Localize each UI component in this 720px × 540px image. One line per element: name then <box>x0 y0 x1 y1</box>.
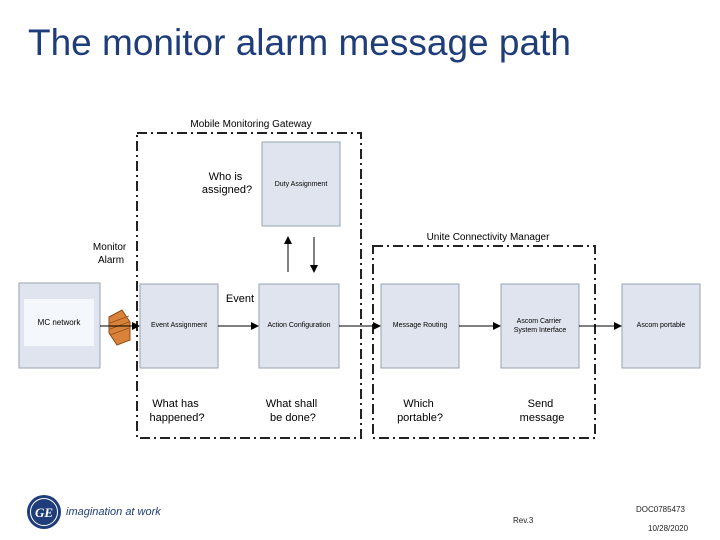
ascom-carrier-line-2: System Interface <box>514 327 567 334</box>
who-assigned-line-1: Who is <box>209 171 243 183</box>
which-portable-question: Which portable? <box>397 398 443 424</box>
action-configuration-label: Action Configuration <box>267 322 330 329</box>
ascom-carrier-box <box>500 283 580 369</box>
what-done-line-1: What shall <box>266 398 317 410</box>
who-assigned-line-2: assigned? <box>202 184 252 196</box>
message-routing-label: Message Routing <box>393 322 448 329</box>
duty-assignment-label: Duty Assignment <box>275 181 328 188</box>
ucm-label: Unite Connectivity Manager <box>427 232 551 243</box>
monitor-alarm-line-2: Alarm <box>98 255 124 266</box>
event-assignment-box <box>139 283 219 369</box>
footer-date: 10/28/2020 <box>648 524 689 533</box>
who-assigned-question: Who is assigned? <box>202 171 252 196</box>
tagline: imagination at work <box>66 506 161 518</box>
which-portable-line-1: Which <box>403 398 434 410</box>
ge-logo: GE <box>27 495 61 529</box>
send-message-line-2: message <box>520 412 565 424</box>
event-assignment-label: Event Assignment <box>151 322 207 329</box>
flow-arrows <box>100 236 622 330</box>
what-happened-question: What has happened? <box>149 398 204 424</box>
which-portable-line-2: portable? <box>397 412 443 424</box>
what-done-line-2: be done? <box>270 412 316 424</box>
send-message-question: Send message <box>520 398 565 424</box>
ascom-portable-label: Ascom portable <box>637 322 686 329</box>
monitor-alarm-line-1: Monitor <box>93 242 127 253</box>
gateway-label: Mobile Monitoring Gateway <box>190 119 311 130</box>
slide-title: The monitor alarm message path <box>28 22 571 63</box>
what-happened-line-2: happened? <box>149 412 204 424</box>
message-routing-box <box>380 283 460 369</box>
event-label: Event <box>226 293 254 305</box>
monitor-alarm-label: Monitor Alarm <box>93 242 129 266</box>
firewall-icon <box>108 309 131 346</box>
gateway-boundary <box>136 132 362 439</box>
mc-network-label: MC network <box>38 318 82 327</box>
ascom-portable-box <box>621 283 701 369</box>
ascom-carrier-label: Ascom Carrier System Interface <box>514 318 567 334</box>
send-message-line-1: Send <box>528 398 554 410</box>
mc-network-box <box>24 299 94 346</box>
doc-number: DOC0785473 <box>636 505 685 514</box>
what-done-question: What shall be done? <box>266 398 320 424</box>
ucm-boundary <box>372 245 596 439</box>
revision: Rev.3 <box>513 516 534 525</box>
action-configuration-box <box>258 283 340 369</box>
ascom-carrier-line-1: Ascom Carrier <box>517 318 562 325</box>
duty-assignment-box <box>261 141 341 227</box>
what-happened-line-1: What has <box>152 398 199 410</box>
ge-logo-text: GE <box>35 505 53 520</box>
